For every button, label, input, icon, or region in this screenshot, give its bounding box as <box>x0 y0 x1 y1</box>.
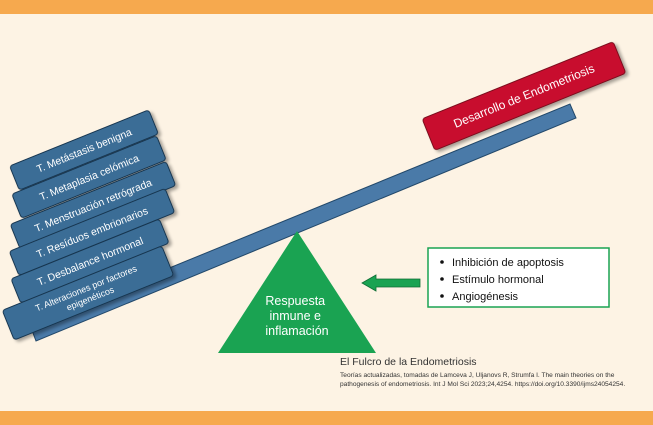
fulcrum-triangle <box>218 231 376 353</box>
bullet <box>440 277 444 281</box>
factors-box <box>427 247 610 308</box>
caption-title: El Fulcro de la Endometriosis <box>340 356 477 368</box>
bottom-band <box>0 411 653 425</box>
caption: El Fulcro de la Endometriosis Teorías ac… <box>340 356 650 389</box>
bullet <box>440 260 444 264</box>
arrow-left-icon <box>361 274 421 292</box>
factor-item: Estímulo hormonal <box>452 274 544 286</box>
caption-reference: Teorías actualizadas, tomadas de Lamceva… <box>340 372 626 388</box>
factor-item: Inhibición de apoptosis <box>452 257 564 269</box>
top-band <box>0 0 653 14</box>
factor-item: Angiogénesis <box>452 291 519 303</box>
seesaw-beam <box>29 103 577 342</box>
theory-stack: T. Metástasis benigna T. Metaplasia celó… <box>2 110 176 340</box>
fulcrum-label: Respuesta inmune e inflamación <box>265 294 328 338</box>
bullet <box>440 294 444 298</box>
outcome-label: Desarrollo de Endometriosis <box>451 61 596 130</box>
